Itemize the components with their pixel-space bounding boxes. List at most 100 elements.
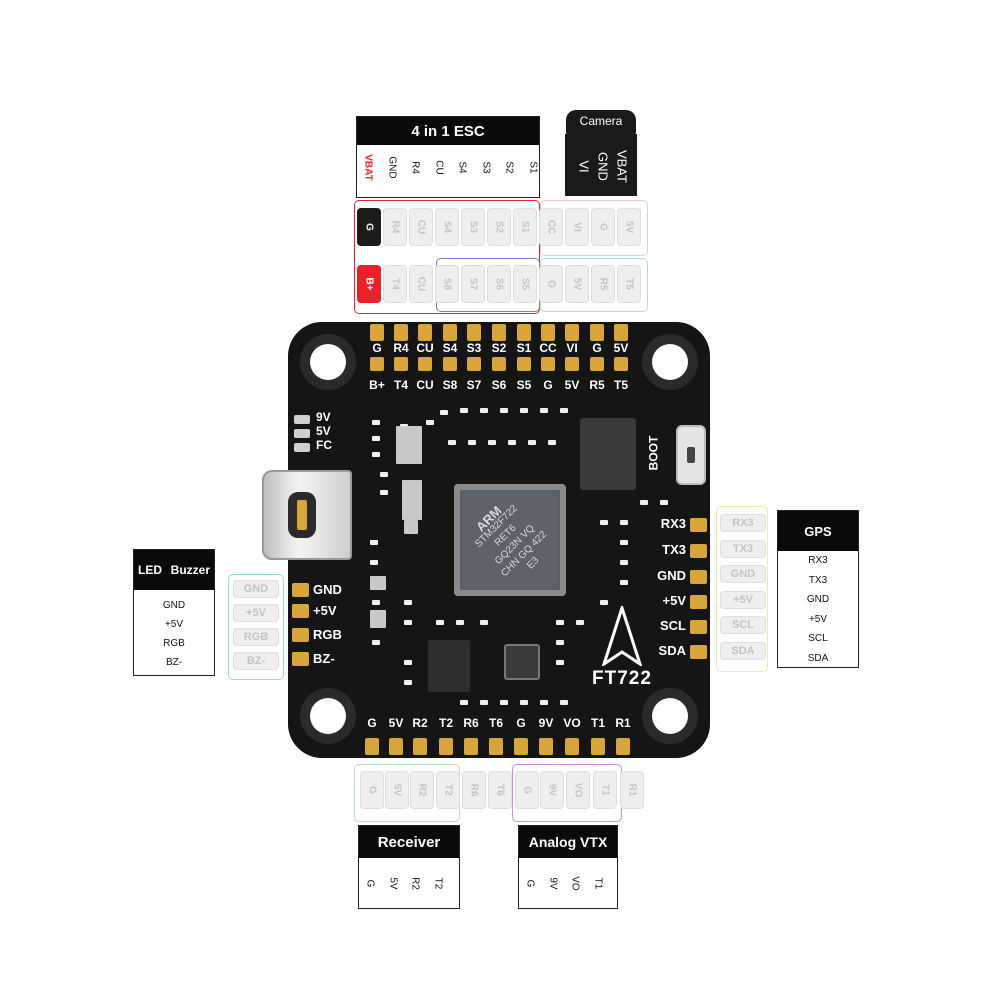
esc-label: GND xyxy=(386,156,397,179)
smd-part xyxy=(404,600,412,605)
board-left-label: +5V xyxy=(313,603,337,618)
board-right-gold-pad xyxy=(690,645,707,659)
smd-part-large xyxy=(402,480,422,520)
led-buzzer-pad-frame xyxy=(228,574,284,680)
board-bottom-label: T6 xyxy=(488,716,503,730)
top-pad: CU xyxy=(409,265,433,303)
brand-logo-arrow xyxy=(600,603,644,671)
board-top-gold-pad xyxy=(443,324,457,341)
board-bottom-gold-pad xyxy=(464,738,478,755)
gps-item: TX3 xyxy=(808,574,828,586)
board-bottom-gold-pad xyxy=(389,738,403,755)
bottom-pad: R6 xyxy=(462,771,486,809)
led-buzzer-info-box: LED Buzzer xyxy=(133,549,215,676)
smd-part xyxy=(576,620,584,625)
smd-part xyxy=(380,490,388,495)
smd-part-large xyxy=(396,426,422,464)
bottom-pad-label: G xyxy=(366,786,378,794)
board-top-gold-pad xyxy=(565,324,579,341)
top-pad-label: S7 xyxy=(467,277,479,291)
led-buzzer-pad: GND xyxy=(233,580,279,598)
smd-part xyxy=(372,436,380,441)
board-top-gold-pad xyxy=(541,324,555,341)
led-buzzer-item: GND xyxy=(162,600,186,611)
gps-pad: SCL xyxy=(720,616,766,634)
top-pad: G xyxy=(357,208,381,246)
top-pad: S6 xyxy=(487,265,511,303)
top-pad-label: S5 xyxy=(519,277,531,291)
esc-title: 4 in 1 ESC xyxy=(357,117,539,145)
gps-pad: TX3 xyxy=(720,539,766,558)
mount-hole-tl xyxy=(300,334,356,390)
board-top-label-2: G xyxy=(543,378,553,392)
board-top-label-2: B+ xyxy=(369,378,385,392)
board-top-gold-pad xyxy=(492,324,506,341)
smd-part xyxy=(488,440,496,445)
board-bottom-gold-pad xyxy=(365,738,379,755)
board-top-label: VI xyxy=(566,341,578,355)
bottom-pad-label: 9V xyxy=(546,783,558,797)
esc-label: S3 xyxy=(480,161,491,174)
smd-part xyxy=(436,620,444,625)
board-right-label: SDA xyxy=(658,643,686,658)
top-pad: CC xyxy=(539,208,563,246)
smd-part xyxy=(448,440,456,445)
board-top-gold-pad-2 xyxy=(517,357,531,371)
board-right-label: GND xyxy=(657,568,686,583)
top-pad-label: S4 xyxy=(441,220,453,234)
smd-part xyxy=(560,700,568,705)
top-pad: S7 xyxy=(461,265,485,303)
smd-part xyxy=(468,440,476,445)
power-label: 5V xyxy=(316,424,331,438)
vtx-info-box: Analog VTX xyxy=(518,825,618,909)
camera-body xyxy=(565,134,637,196)
esc-label: VBAT xyxy=(362,154,374,181)
gps-item: SDA xyxy=(807,652,829,664)
smd-part xyxy=(528,440,536,445)
smd-part xyxy=(426,420,434,425)
board-top-gold-pad xyxy=(370,324,384,341)
camera-label: GND xyxy=(595,152,611,181)
board-top-label-2: S6 xyxy=(491,378,507,392)
board-bottom-label: T1 xyxy=(590,716,605,730)
smd-part xyxy=(556,620,564,625)
mount-hole-br xyxy=(642,688,698,744)
top-pad: T4 xyxy=(383,265,407,303)
top-pad-label: CU xyxy=(415,219,427,235)
top-pad: CU xyxy=(409,208,433,246)
board-bottom-gold-pad xyxy=(565,738,579,755)
mcu-chip-body xyxy=(462,492,558,588)
boot-button[interactable] xyxy=(676,425,706,485)
top-pad: S1 xyxy=(513,208,537,246)
smd-part xyxy=(404,680,412,685)
top-pad: S3 xyxy=(461,208,485,246)
gps-item: +5V xyxy=(808,613,828,625)
gps-info-box: GPS xyxy=(777,510,859,668)
top-pad-label: S8 xyxy=(441,277,453,291)
bottom-pad-label: 5V xyxy=(391,783,403,797)
bottom-pad: 9V xyxy=(540,771,564,809)
board-bottom-label: VO xyxy=(563,716,581,730)
vtx-label: T1 xyxy=(592,877,603,890)
board-top-gold-pad xyxy=(467,324,481,341)
top-pad: 5V xyxy=(565,265,589,303)
board-left-label: BZ- xyxy=(313,651,335,666)
smd-part xyxy=(640,500,648,505)
board-bottom-gold-pad xyxy=(514,738,528,755)
power-pad-group xyxy=(292,415,314,455)
top-pad-label: VI xyxy=(571,222,583,232)
smd-part xyxy=(372,452,380,457)
board-top-gold-pad-2 xyxy=(394,357,408,371)
board-bottom-label: G xyxy=(516,716,526,730)
smd-part-large xyxy=(370,576,386,590)
top-pad-label: T4 xyxy=(389,278,401,290)
esc-label: CU xyxy=(433,160,444,175)
board-bottom-gold-pad xyxy=(489,738,503,755)
mount-hole-tr xyxy=(642,334,698,390)
board-right-gold-pad xyxy=(690,544,707,558)
usb-c-port[interactable] xyxy=(262,470,352,560)
board-top-label-2: CU xyxy=(416,378,434,392)
board-top-label: CU xyxy=(416,341,434,355)
gps-pad-frame xyxy=(716,506,768,672)
bottom-pad-label: T1 xyxy=(599,784,611,796)
